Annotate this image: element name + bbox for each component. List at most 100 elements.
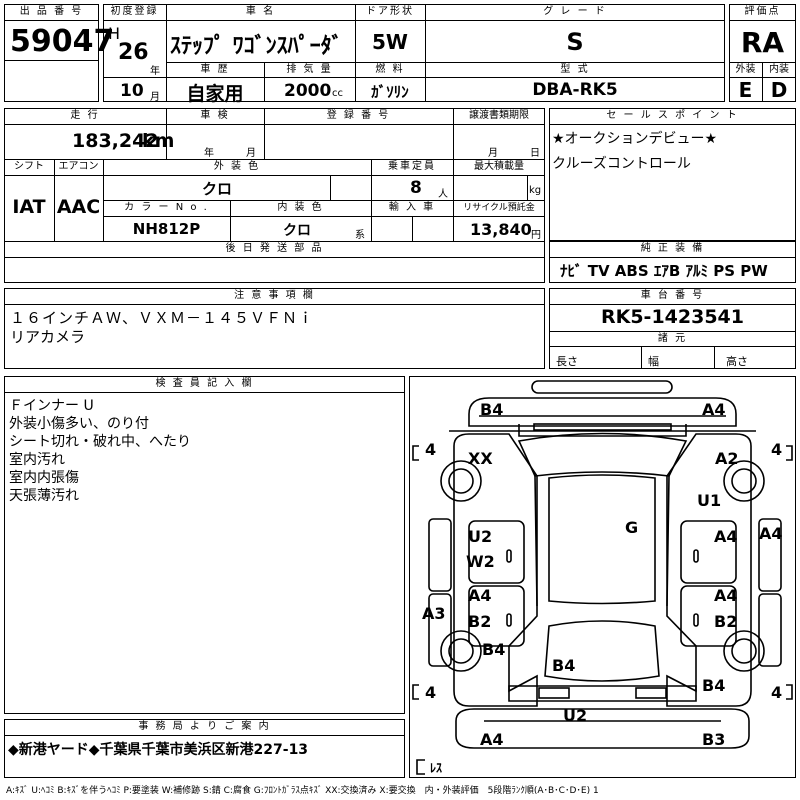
mark-b2-left: B2 [468,612,492,631]
tire-rear-right: 4 [771,683,783,702]
aircon-header: エアコン [55,160,102,174]
selling-points-box [549,108,796,241]
notes-box [4,288,545,369]
first-reg-month: 10 [120,81,144,101]
int-header: 内装 [763,63,795,77]
load-header: 最大積載量 [454,160,544,174]
legend-text: A:ｷｽﾞ U:ﾍｺﾐ B:ｷｽﾞを伴うﾍｺﾐ P:要塗装 W:補修跡 S:錆 … [6,786,599,796]
model-value: DBA-RK5 [532,80,618,100]
office-box [4,719,405,778]
tire-rear-left: 4 [425,683,437,702]
inspector-line-1: Ｆインナー U [9,398,94,414]
history-header: 車 歴 [167,63,263,77]
lot-number: 59047 [10,24,115,59]
later-parts-header: 後 日 発 送 部 品 [5,242,544,256]
reg-number-header: 登 録 番 号 [265,109,452,123]
ext-color-value: クロ [201,180,232,198]
int-color-header: 内 装 色 [231,201,370,215]
displacement-value: 2000 [284,81,332,101]
details-box [4,108,545,283]
inspection-month-unit: 月 [246,148,256,159]
transfer-day-unit: 日 [530,148,540,159]
grade-header: グ レ ー ド [426,5,724,19]
dims-header: 諸 元 [550,332,795,346]
dims-width: 幅 [648,355,659,368]
capacity-unit: 人 [438,189,448,200]
recycle-value: 13,840 [470,220,532,239]
mileage-header: 走 行 [5,109,165,123]
notes-header: 注 意 事 項 欄 [5,289,544,303]
dims-height: 高さ [726,355,748,368]
fuel-value: ｶﾞｿﾘﾝ [371,83,409,101]
mark-w2: W2 [466,552,495,571]
mark-a4-far-right: A4 [759,524,783,543]
mileage-unit: km [142,130,175,152]
inspection-header: 車 検 [167,109,263,123]
tire-front-right: 4 [771,440,783,459]
int-score: D [770,78,788,102]
mark-xx: XX [468,449,493,468]
displacement-header: 排 気 量 [265,63,354,77]
inspector-line-3: シート切れ・破れ中、へたり [9,434,191,450]
mark-a4-bottom-left: A4 [480,730,504,749]
selling-points-header: セ ー ル ス ポ イ ン ト [550,109,795,123]
shift-value: IAT [12,196,46,218]
mark-b3-bottom-right: B3 [702,730,726,749]
first-reg-year-unit: 年 [150,66,160,77]
first-reg-month-unit: 月 [150,92,160,103]
mark-a4-top-right: A4 [702,400,726,419]
notes-line-2: リアカメラ [10,328,86,346]
model-header: 型 式 [426,63,724,77]
first-reg-header: 初度登録 [104,5,165,19]
recycle-header: リサイクル預託金 [454,201,544,215]
mark-b4-left-lower: B4 [482,640,506,659]
car-diagram [412,380,793,775]
first-reg-year: 26 [118,40,149,65]
inspector-header: 検 査 員 記 入 欄 [5,377,404,391]
dims-length: 長さ [556,355,578,368]
mark-b4-top-left: B4 [480,400,504,419]
load-unit: kg [529,185,542,196]
fuel-header: 燃 料 [356,63,424,77]
selling-point-line-2: クルーズコントロール [552,156,691,172]
displacement-unit: cc [332,88,343,99]
mark-b2-right: B2 [714,612,738,631]
grade-value: S [566,28,584,56]
color-no-value: NH812P [132,220,201,238]
office-header: 事 務 局 よ り ご 案 内 [5,720,404,734]
inspector-line-2: 外装小傷多い、のり付 [9,416,149,432]
import-header: 輸 入 車 [372,201,452,215]
capacity-header: 乗車定員 [372,160,452,174]
mark-a4-right-door: A4 [714,527,738,546]
first-reg-era: H [108,24,121,43]
inspector-line-5: 室内内張傷 [9,470,79,486]
mileage-value: 183,242 [72,130,159,152]
transfer-header: 譲渡書類期限 [454,109,544,123]
ext-score: E [738,78,753,102]
int-color-value: クロ [283,223,311,239]
mark-a4-left-rear: A4 [468,586,492,605]
equipment-items: ﾅﾋﾞ TV ABS ｴｱB ｱﾙﾐ PS PW [560,262,768,280]
transfer-month-unit: 月 [488,148,498,159]
capacity-value: 8 [410,178,422,198]
mark-b4-right-lower: B4 [702,676,726,695]
office-value: ◆新港ヤード◆千葉県千葉市美浜区新港227-13 [8,742,309,758]
ext-color-header: 外 装 色 [104,160,370,174]
mark-u1: U1 [697,491,722,510]
diagram-box [409,376,796,778]
lot-box [4,4,99,102]
mark-u2-bottom: U2 [563,706,588,725]
mark-a2: A2 [715,449,739,468]
score-value: RA [740,26,785,59]
equipment-header: 純 正 装 備 [550,242,795,256]
mark-a3: A3 [422,604,446,623]
car-name: ｽﾃｯﾌﾟ ﾜｺﾞﾝｽﾊﾟｰﾀﾞ [170,34,343,59]
color-no-header: カ ラ ー N o . [104,201,229,215]
car-name-header: 車 名 [167,5,354,19]
equipment-box [549,241,796,283]
inspector-box [4,376,405,714]
history-value: 自家用 [186,83,244,105]
score-header: 評価点 [730,5,795,19]
int-color-suffix: 系 [355,230,365,241]
inspector-line-4: 室内汚れ [9,452,65,468]
